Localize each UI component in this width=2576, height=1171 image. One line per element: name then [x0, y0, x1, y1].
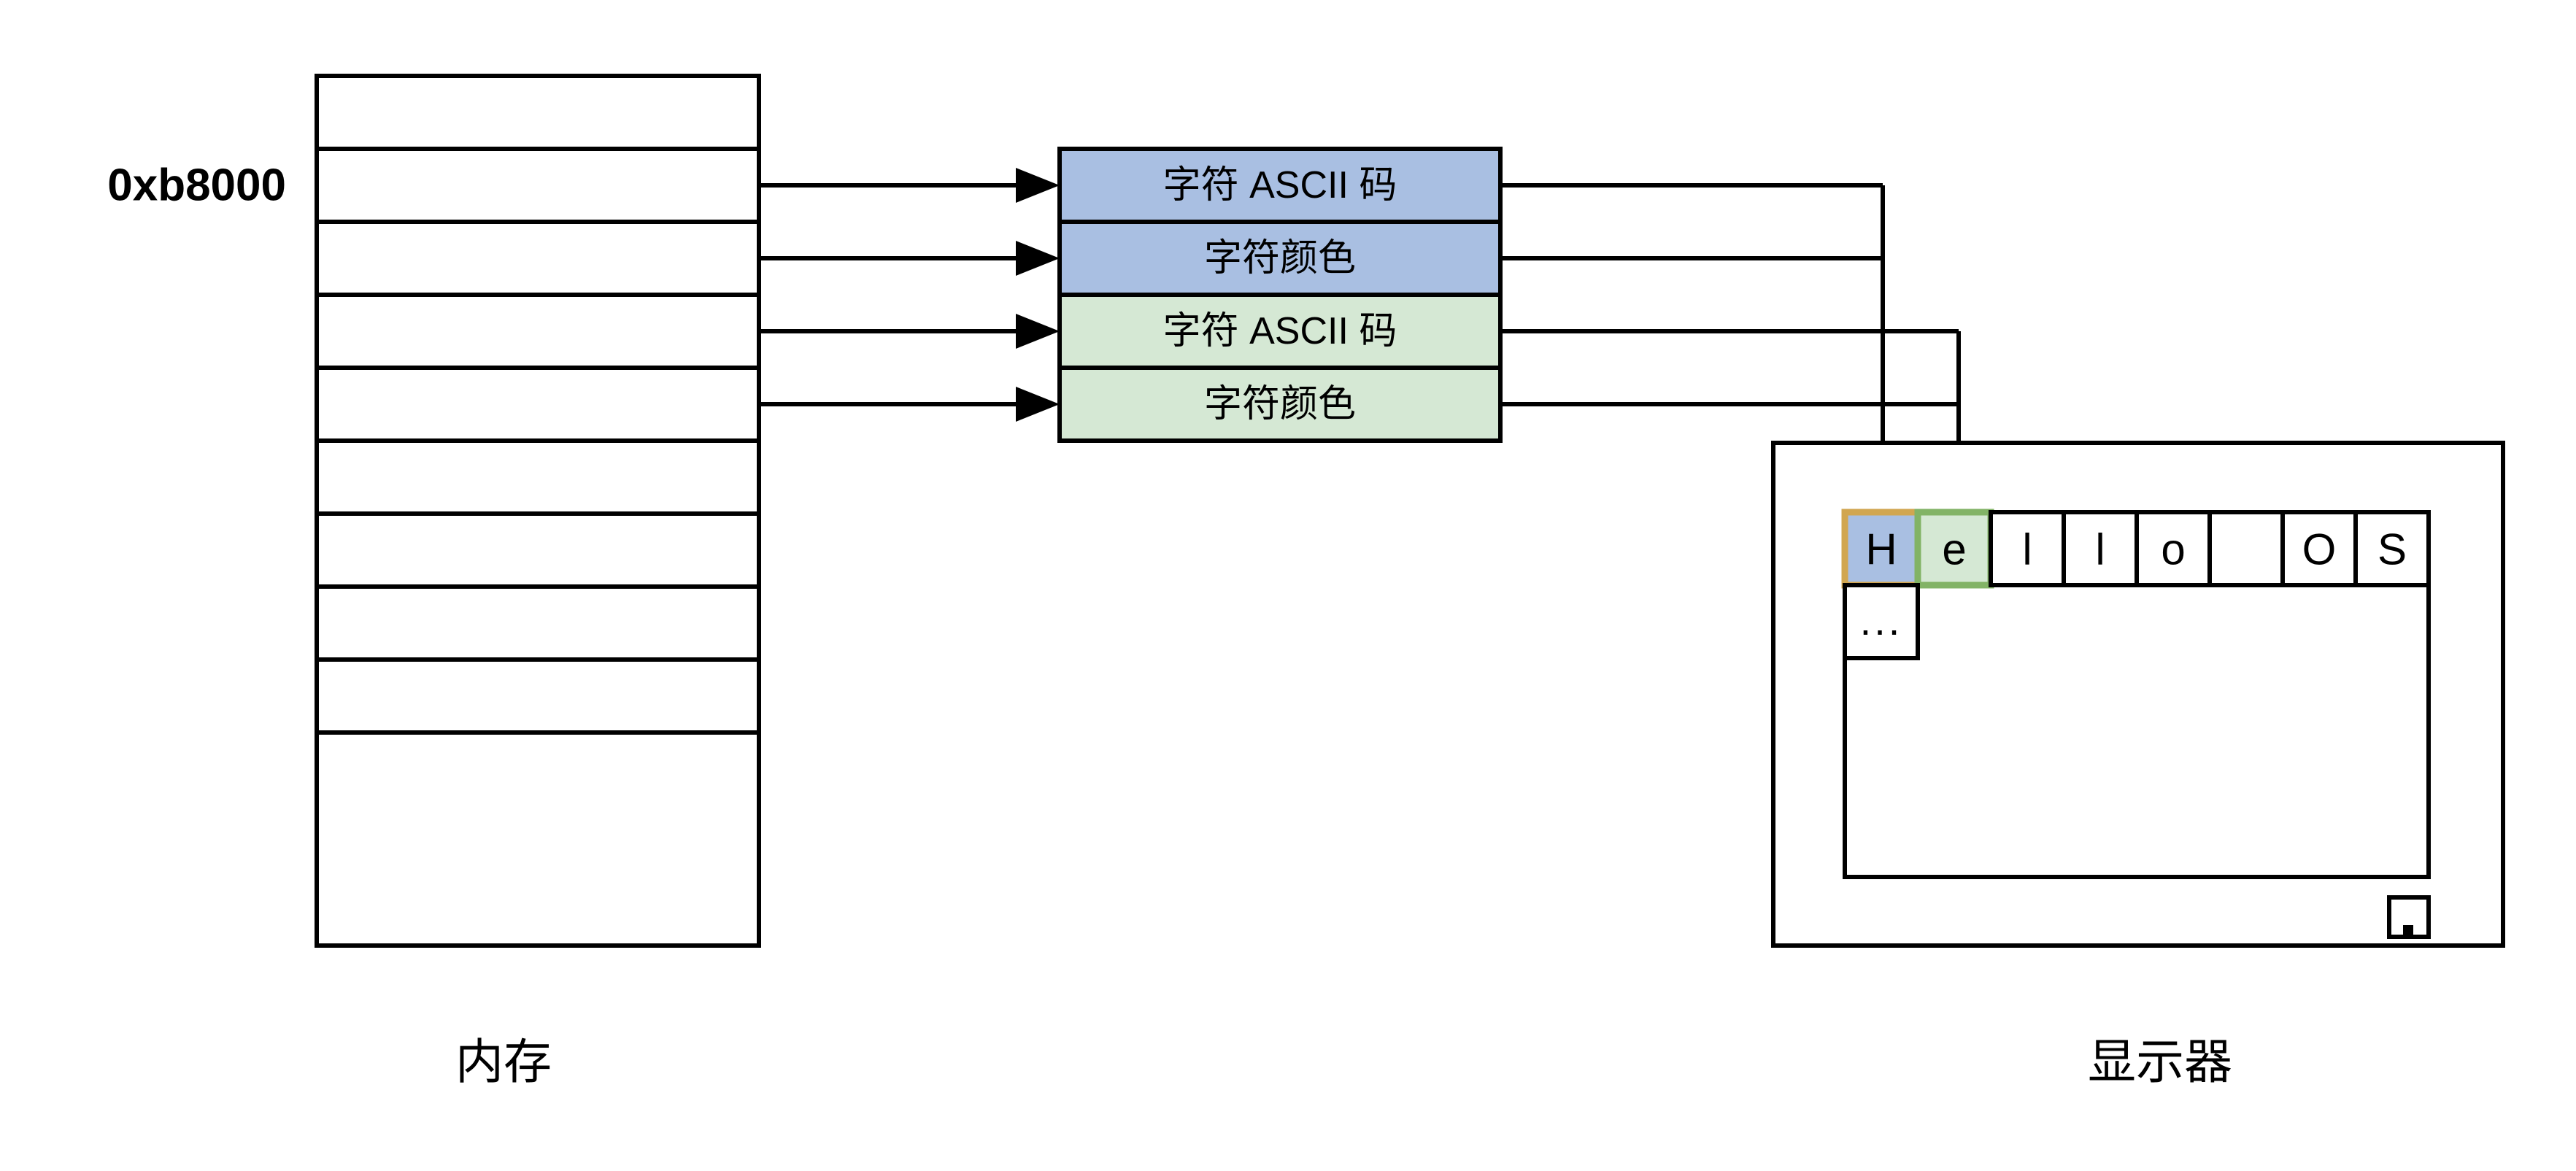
screen-cell-space — [2207, 510, 2285, 587]
arrowhead-ascii-green — [1016, 314, 1060, 349]
memory-address-label: 0xb8000 — [107, 161, 286, 211]
arrowhead-ascii-blue — [1016, 168, 1060, 203]
cell-char: l — [2022, 525, 2032, 574]
memory-row-dividers — [317, 147, 759, 735]
memory-box-outline — [315, 74, 761, 948]
screen-cell — [1989, 510, 2066, 587]
screen-cell-e — [1914, 509, 1994, 589]
cursor-icon — [2387, 895, 2431, 939]
cursor-tick — [2403, 925, 2413, 935]
arrowhead-color-blue — [1016, 241, 1060, 276]
screen-cell-row: H e l l o O S — [1841, 509, 2431, 589]
ellipsis-text: ... — [1860, 598, 1903, 644]
vram-row-label: 字符 ASCII 码 — [1163, 164, 1397, 206]
vram-row-color-green — [1057, 366, 1503, 443]
screen-cell — [2353, 510, 2431, 587]
memory-caption: 内存 — [455, 1035, 552, 1089]
memory-to-vram-arrows — [759, 168, 1060, 422]
vram-row-ascii-green — [1057, 293, 1503, 370]
vram-row-label: 字符颜色 — [1204, 237, 1356, 279]
vram-row-label: 字符颜色 — [1204, 383, 1356, 425]
vram-entry-box: 字符 ASCII 码 字符颜色 字符 ASCII 码 字符颜色 — [1057, 147, 1503, 443]
screen-ellipsis-cell: ... — [1843, 583, 1920, 660]
cell-char: e — [1942, 525, 1966, 574]
ellipsis-cell-outline — [1843, 583, 1920, 660]
screen-cell — [2062, 510, 2139, 587]
screen-cell — [2135, 510, 2212, 587]
memory-box: 0xb8000 — [107, 74, 761, 948]
cell-char: O — [2302, 525, 2337, 574]
arrowhead-color-green — [1016, 387, 1060, 422]
display-caption: 显示器 — [2088, 1035, 2232, 1089]
display-box: H e l l o O S ... — [1771, 441, 2505, 948]
cell-char: H — [1865, 525, 1897, 574]
vram-row-label: 字符 ASCII 码 — [1163, 310, 1397, 352]
cell-char: S — [2378, 525, 2407, 574]
cell-char: o — [2161, 525, 2185, 574]
cell-char: l — [2095, 525, 2105, 574]
